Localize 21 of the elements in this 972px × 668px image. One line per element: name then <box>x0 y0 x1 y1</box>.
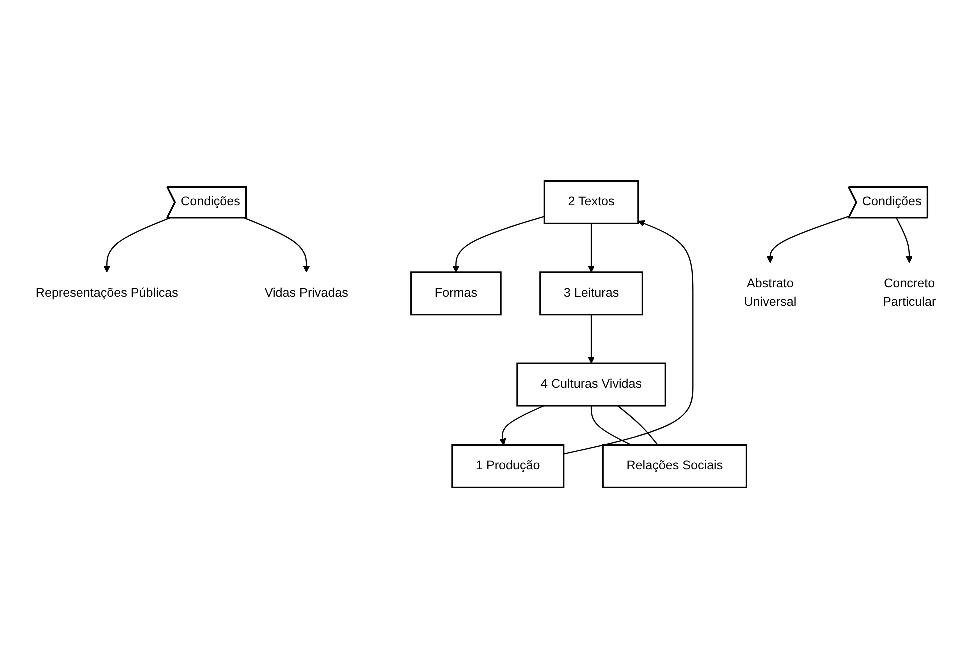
arrow <box>452 216 545 272</box>
node-text: Concreto Particular <box>883 276 936 309</box>
node-box: 3 Leituras <box>540 271 644 316</box>
arrow <box>588 314 595 364</box>
node-box: Relações Sociais <box>602 444 748 488</box>
node-box: 2 Textos <box>544 180 640 224</box>
node-text: Vidas Privadas <box>264 286 348 300</box>
node-box: 4 Culturas Vividas <box>516 362 666 406</box>
arrow <box>588 223 595 272</box>
node-box: 1 Produção <box>452 444 565 488</box>
connector <box>618 405 658 446</box>
arrow <box>766 215 850 263</box>
arrow <box>896 217 914 263</box>
node-box: Formas <box>410 271 502 316</box>
node-text: Representações Públicas <box>36 286 178 300</box>
arrow <box>104 217 170 272</box>
connector <box>590 406 632 446</box>
arrow <box>499 404 544 446</box>
node-text: Abstrato Universal <box>744 276 797 309</box>
arrow <box>244 217 310 272</box>
arrow <box>564 220 694 454</box>
